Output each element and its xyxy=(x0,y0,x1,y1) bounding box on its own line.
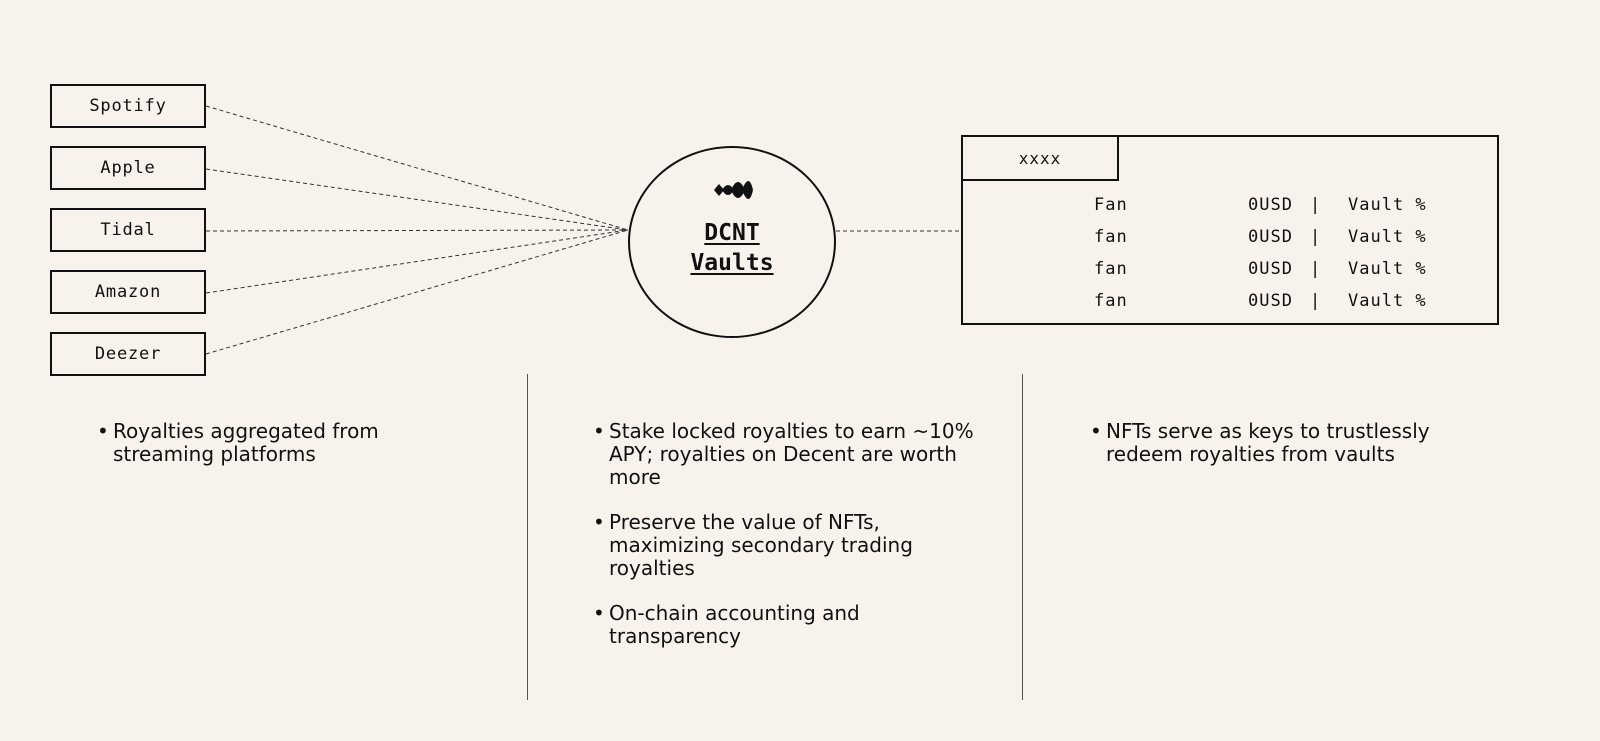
fan-row: fan 0USD | Vault % xyxy=(963,291,1497,313)
connector-apple xyxy=(205,168,629,231)
platform-label: Apple xyxy=(100,158,156,178)
fan-amount: 0USD xyxy=(1248,259,1293,279)
fan-vault-share: Vault % xyxy=(1348,259,1427,279)
connector-spotify xyxy=(205,105,629,231)
fan-name: fan xyxy=(1094,291,1128,311)
fan-name: Fan xyxy=(1094,195,1128,215)
fan-separator: | xyxy=(1310,195,1322,215)
bullet-item: Royalties aggregated from streaming plat… xyxy=(97,420,457,466)
fan-amount: 0USD xyxy=(1248,195,1293,215)
panel-tab: xxxx xyxy=(961,135,1119,181)
platform-box-spotify: Spotify xyxy=(50,84,206,128)
platform-box-apple: Apple xyxy=(50,146,206,190)
fan-row: fan 0USD | Vault % xyxy=(963,227,1497,249)
bullet-item: Stake locked royalties to earn ~10% APY;… xyxy=(593,420,993,489)
platform-box-deezer: Deezer xyxy=(50,332,206,376)
vault-title: DCNT Vaults xyxy=(630,218,834,278)
platform-label: Spotify xyxy=(89,96,167,116)
bullet-item: Preserve the value of NFTs, maximizing s… xyxy=(593,511,993,580)
fan-vault-share: Vault % xyxy=(1348,291,1427,311)
fan-vault-share: Vault % xyxy=(1348,195,1427,215)
bullet-column-staking: Stake locked royalties to earn ~10% APY;… xyxy=(593,420,993,670)
platform-label: Amazon xyxy=(94,282,162,302)
bullet-item: On-chain accounting and transparency xyxy=(593,602,993,648)
fan-amount: 0USD xyxy=(1248,227,1293,247)
bullet-column-redemption: NFTs serve as keys to trustlessly redeem… xyxy=(1090,420,1480,488)
vault-title-line-1: DCNT xyxy=(704,220,760,246)
fan-separator: | xyxy=(1310,227,1322,247)
platform-label: Deezer xyxy=(94,344,162,364)
platform-box-tidal: Tidal xyxy=(50,208,206,252)
platform-box-amazon: Amazon xyxy=(50,270,206,314)
platform-label: Tidal xyxy=(100,220,156,240)
vault-title-line-2: Vaults xyxy=(690,250,774,276)
connector-tidal xyxy=(205,229,629,232)
fan-row: fan 0USD | Vault % xyxy=(963,259,1497,281)
fan-vault-share: Vault % xyxy=(1348,227,1427,247)
fan-redemption-panel: xxxx Fan 0USD | Vault % fan 0USD | Vault… xyxy=(961,135,1499,325)
fan-row: Fan 0USD | Vault % xyxy=(963,195,1497,217)
decent-logo-icon xyxy=(712,172,756,208)
fan-separator: | xyxy=(1310,259,1322,279)
dcnt-vaults-node: DCNT Vaults xyxy=(628,146,836,338)
bullet-column-aggregation: Royalties aggregated from streaming plat… xyxy=(97,420,457,488)
fan-amount: 0USD xyxy=(1248,291,1293,311)
connector-deezer xyxy=(205,229,629,355)
fan-separator: | xyxy=(1310,291,1322,311)
column-divider-2 xyxy=(1022,374,1023,700)
fan-name: fan xyxy=(1094,227,1128,247)
fan-name: fan xyxy=(1094,259,1128,279)
panel-tab-label: xxxx xyxy=(1018,148,1062,168)
bullet-item: NFTs serve as keys to trustlessly redeem… xyxy=(1090,420,1480,466)
column-divider-1 xyxy=(527,374,528,700)
connector-amazon xyxy=(205,229,629,294)
